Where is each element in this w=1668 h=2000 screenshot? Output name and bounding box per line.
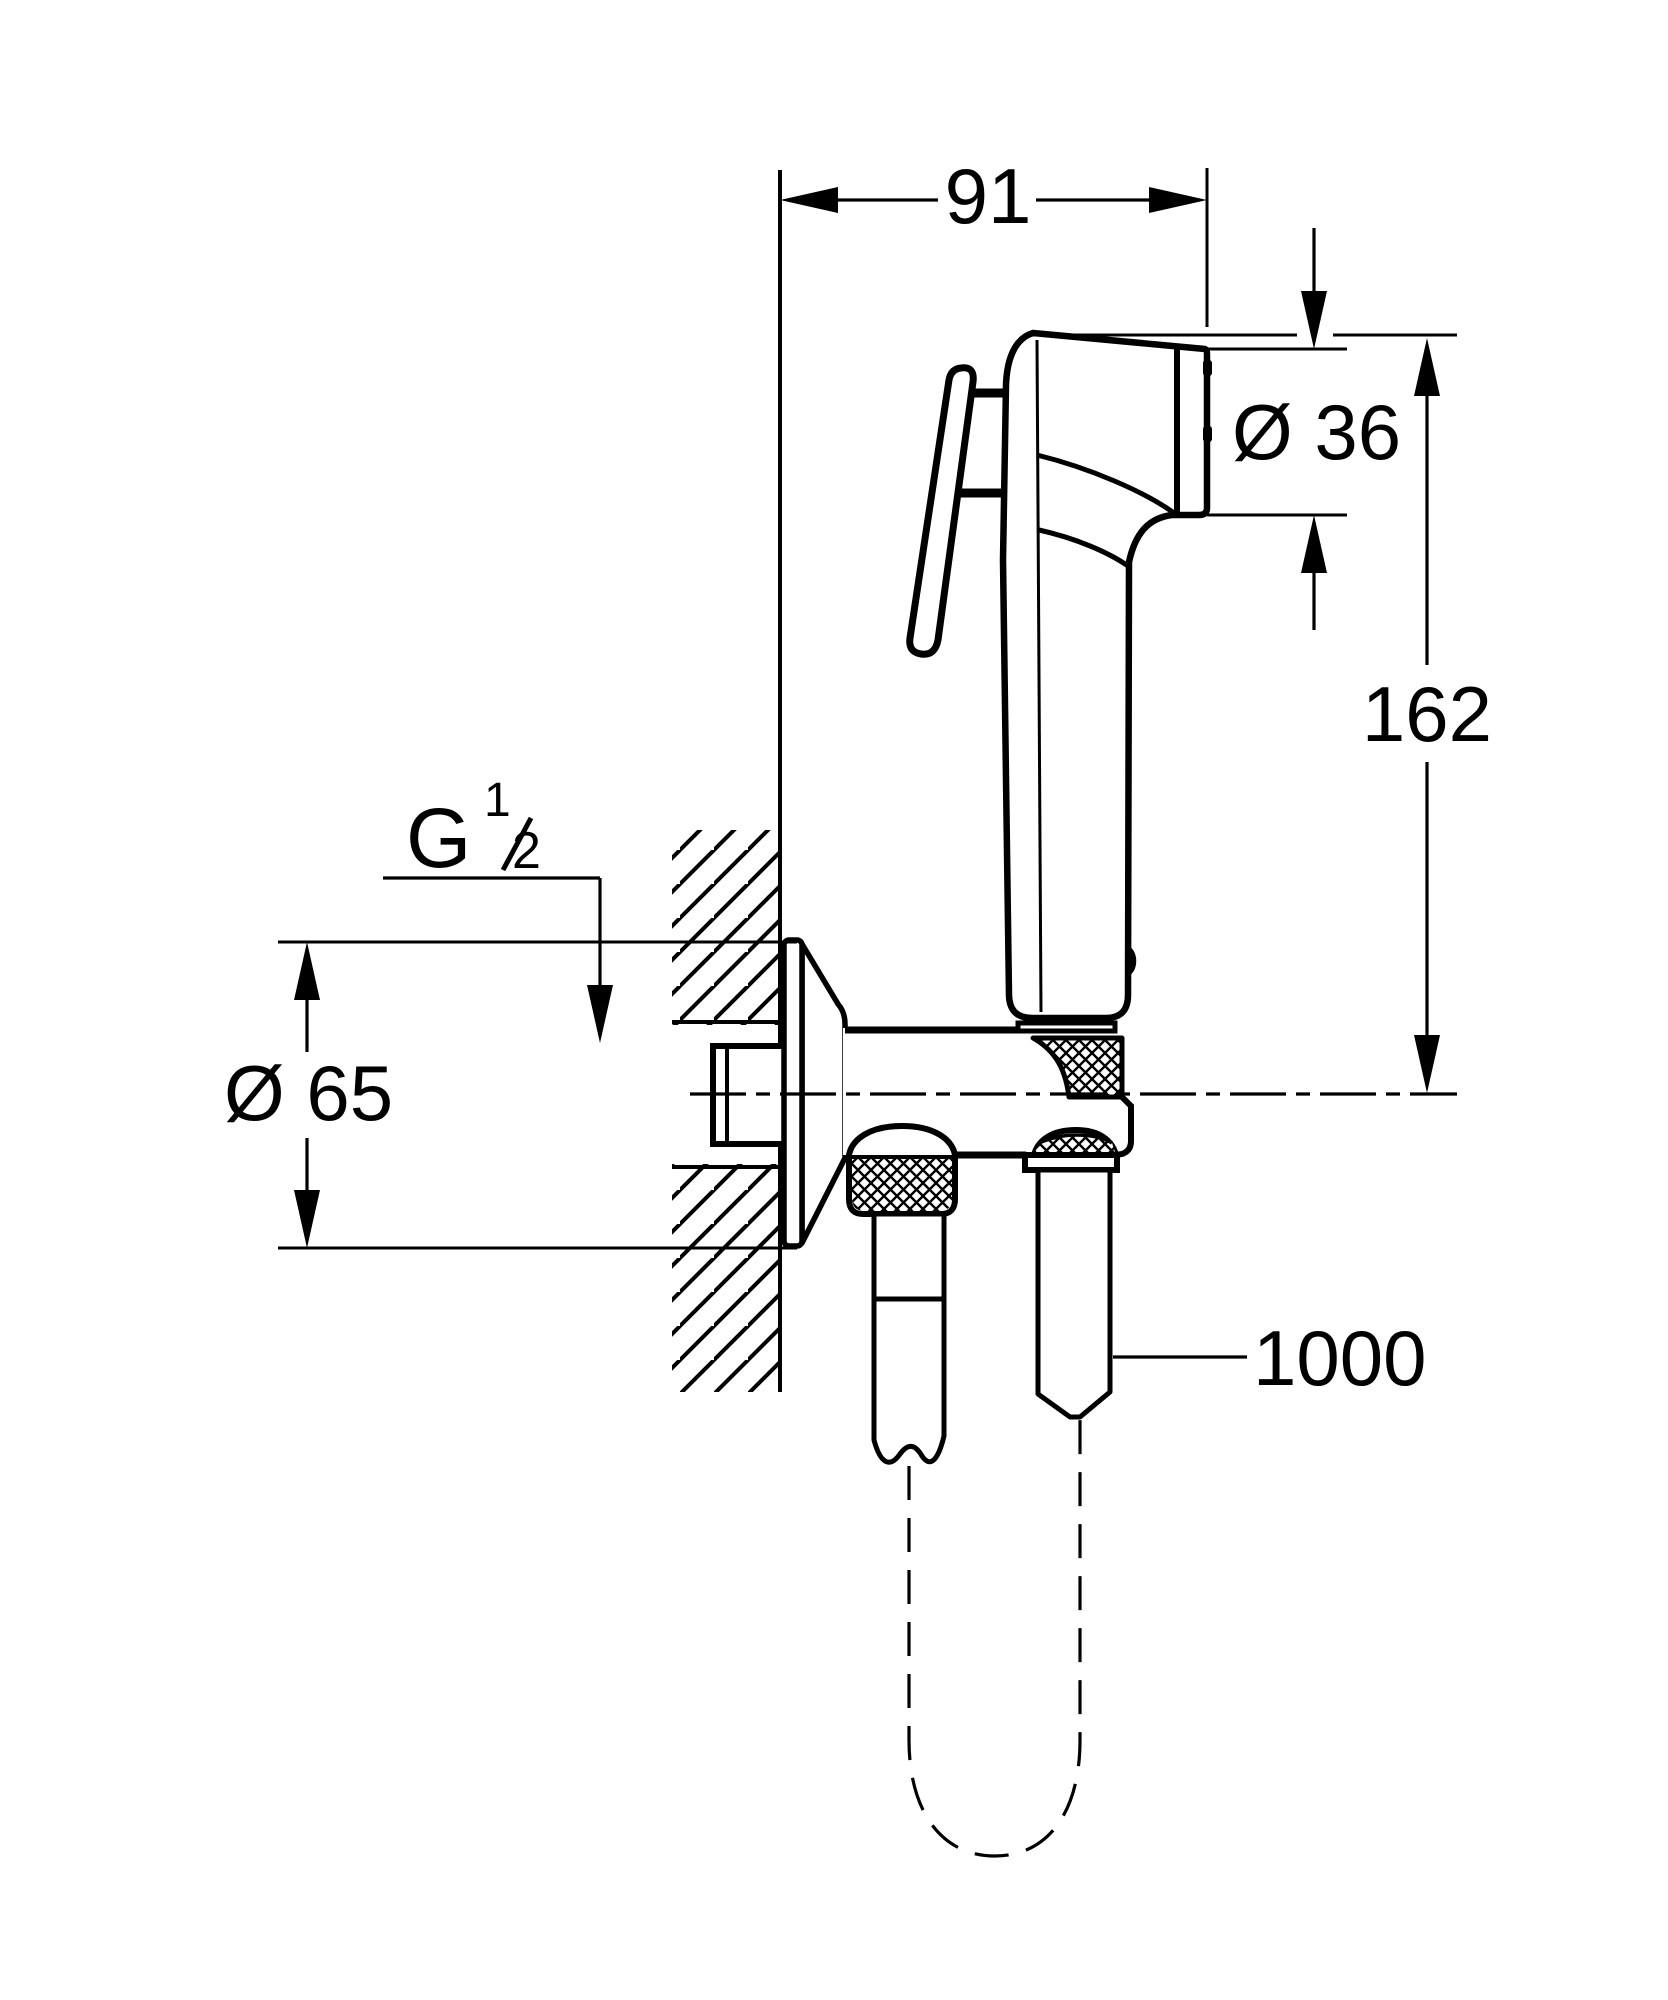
thread-denominator: 2 xyxy=(512,822,541,880)
neck-curve-lower xyxy=(1038,527,1130,569)
dim-1000-label: 1000 xyxy=(1253,1314,1427,1402)
dimension-dia-36: Ø 36 xyxy=(1033,228,1457,630)
thread-numerator: 1 xyxy=(484,774,511,827)
cap-nub-lower xyxy=(1203,426,1212,442)
dimension-dia-65: Ø 65 xyxy=(224,940,797,1250)
neck-curve-upper xyxy=(1036,452,1176,516)
lower-knurled-nut xyxy=(1031,1127,1119,1158)
wall-section xyxy=(668,170,783,1392)
thread-label: G 1 2 xyxy=(383,774,613,1043)
dim-162-label: 162 xyxy=(1362,670,1492,758)
knurled-cone-nut xyxy=(1030,1035,1125,1100)
dim-91-label: 91 xyxy=(945,152,1032,240)
dim-dia65-label: Ø 65 xyxy=(224,1049,393,1137)
dimension-162: 162 xyxy=(1362,338,1492,1093)
holder-hook xyxy=(1128,946,1137,976)
cap-nub-upper xyxy=(1203,360,1212,376)
fraction-slash xyxy=(500,816,534,872)
supply-hose xyxy=(871,1211,947,1465)
wall-hole-edges xyxy=(672,1020,780,1169)
trigger-lever xyxy=(906,364,1005,658)
thread-letter: G xyxy=(406,791,471,885)
left-knurled-nut xyxy=(846,1123,958,1217)
dim-dia36-label: Ø 36 xyxy=(1232,388,1401,476)
grip-contour-line xyxy=(1035,339,1043,1013)
spray-head xyxy=(999,329,1212,1022)
shower-hose xyxy=(1035,1167,1113,1420)
dimension-91: 91 xyxy=(780,152,1209,327)
hose-loop-centerline xyxy=(907,1420,1082,1858)
hose-length-label: 1000 xyxy=(1113,1314,1427,1402)
grip-connector-band xyxy=(1015,1020,1118,1034)
